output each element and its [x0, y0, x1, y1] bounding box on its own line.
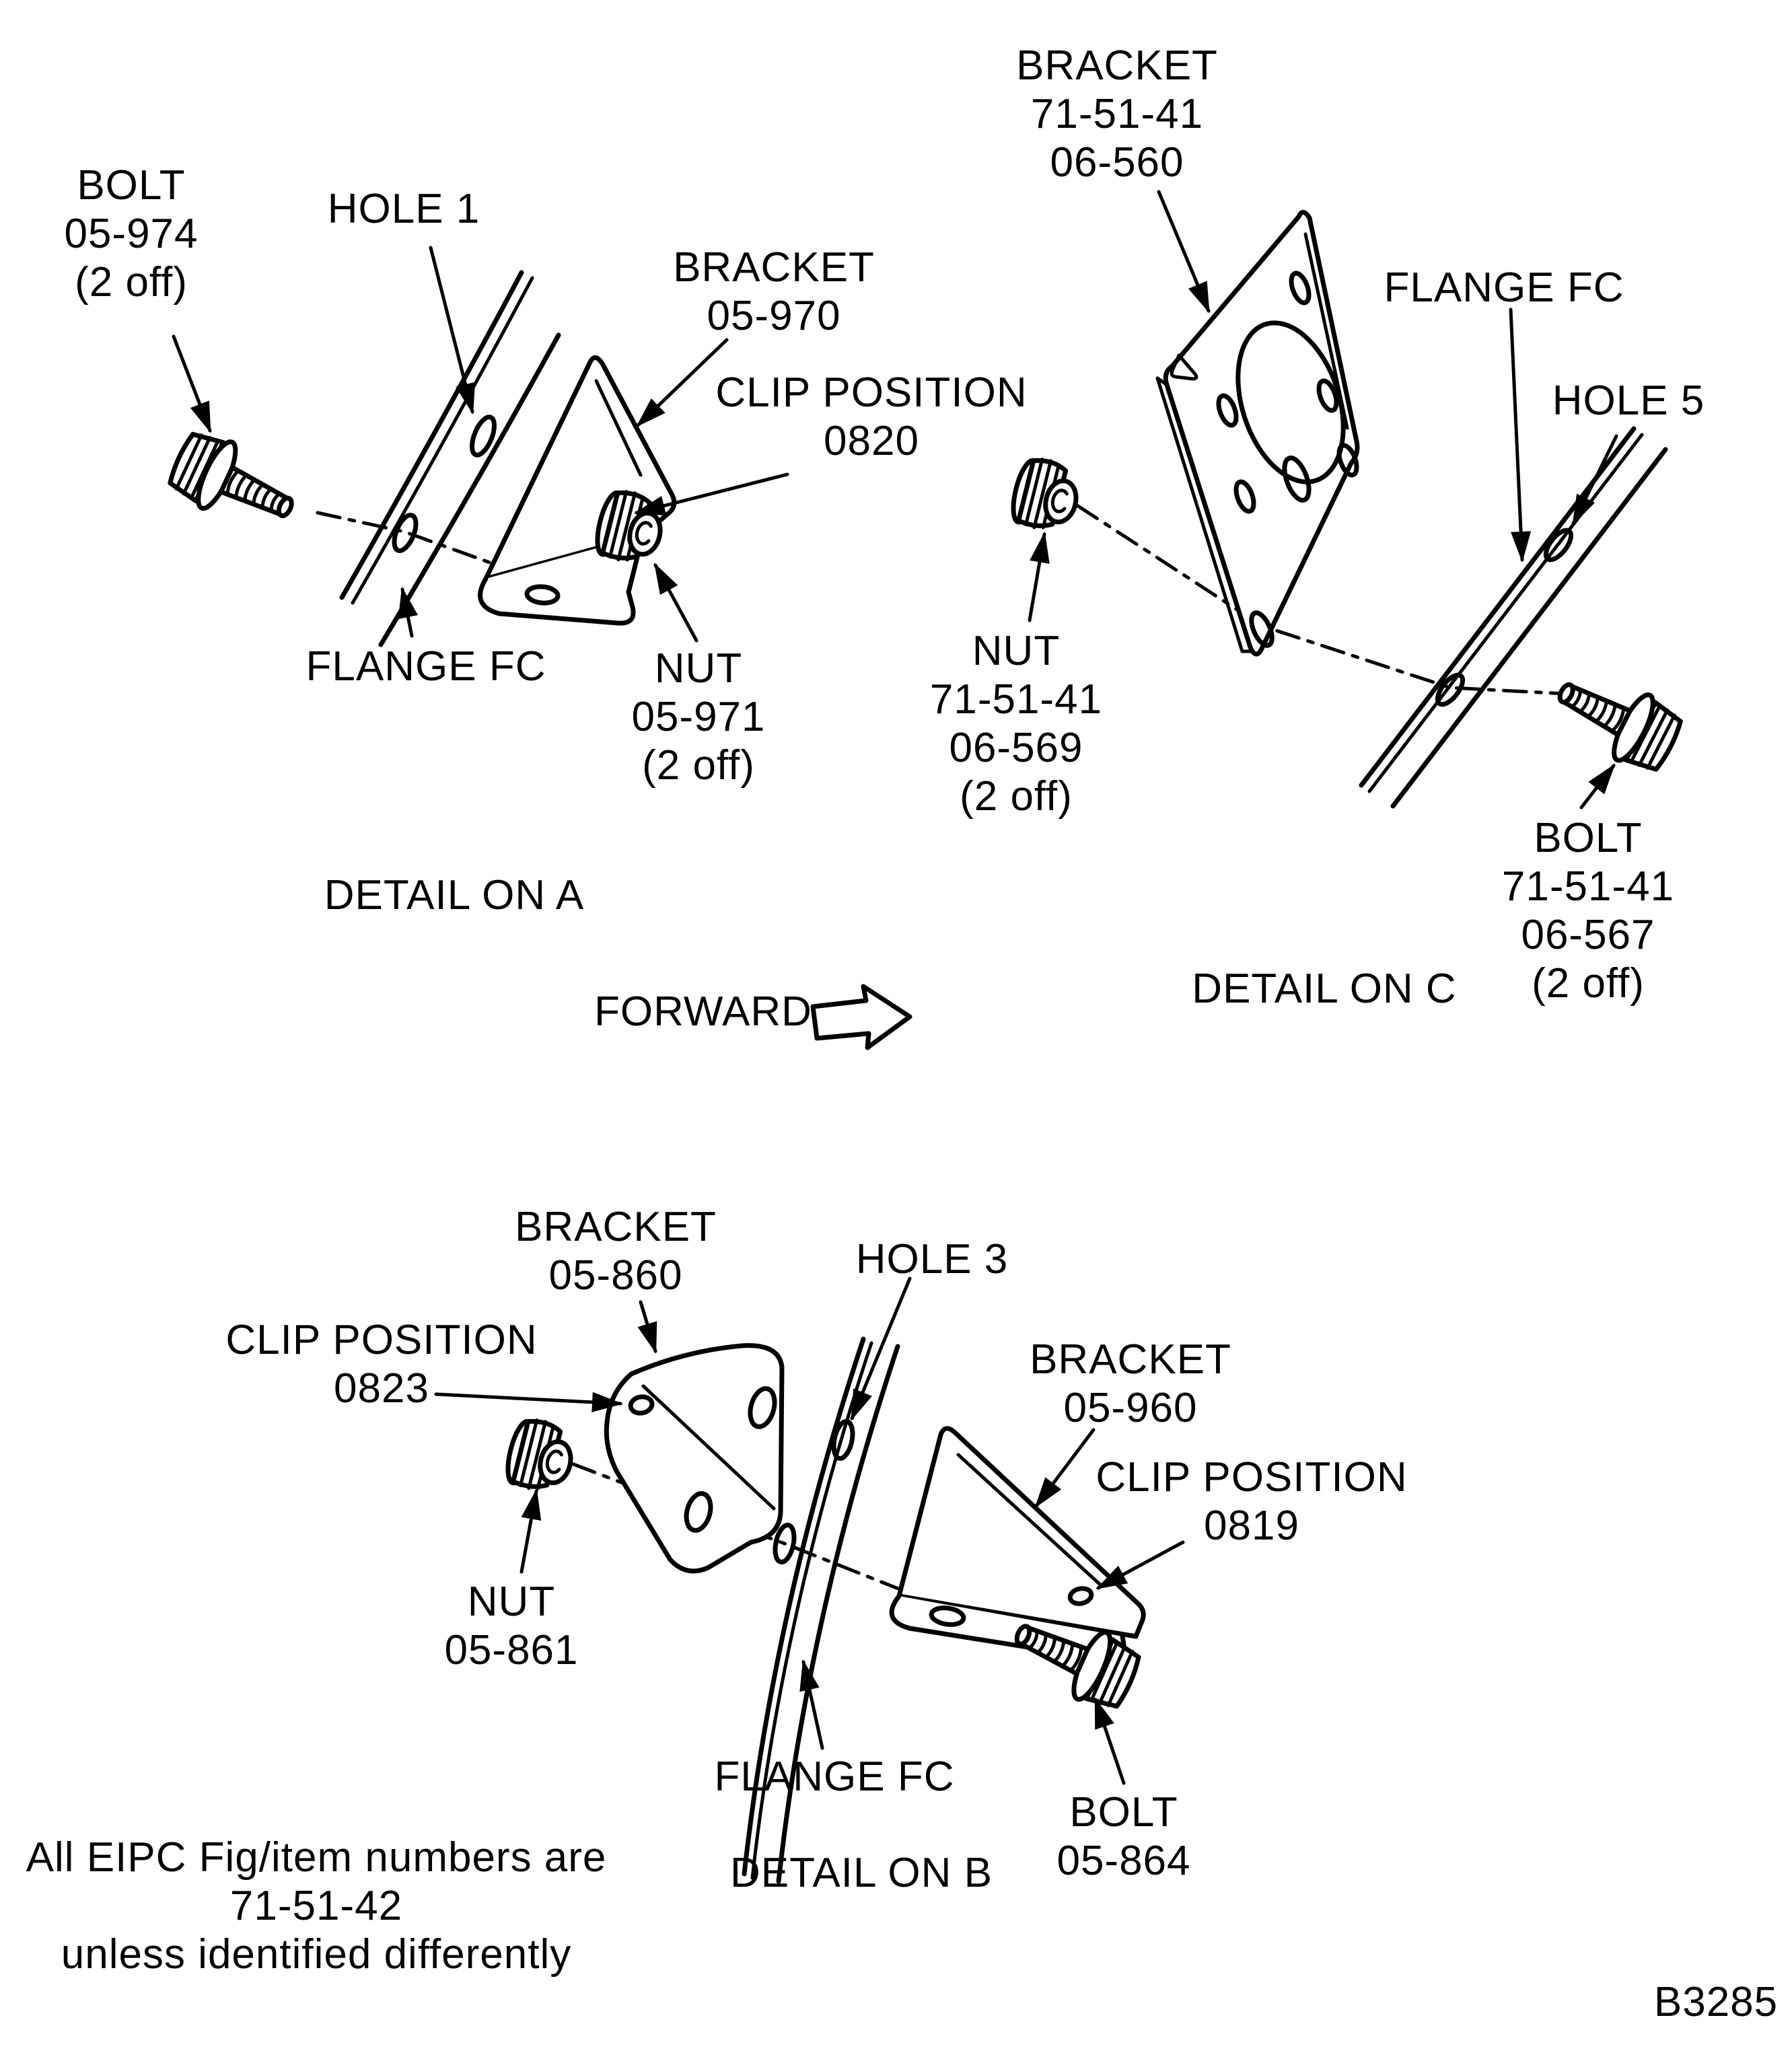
label-line: DETAIL ON A [324, 872, 585, 918]
label-bracket-a: BRACKET 05-970 [673, 244, 875, 340]
label-clip-position-0819: CLIP POSITION 0819 [1096, 1453, 1407, 1550]
caption-detail-b: DETAIL ON B [730, 1849, 993, 1897]
label-forward: FORWARD [594, 988, 812, 1036]
label-line: 06-560 [1050, 139, 1184, 186]
label-line: FORWARD [594, 988, 812, 1035]
label-line: 06-567 [1521, 912, 1655, 958]
label-bracket-c: BRACKET 71-51-41 06-560 [1016, 42, 1218, 187]
clip-hole-0823 [628, 1394, 655, 1416]
label-line: (2 off) [75, 259, 188, 305]
detail-b-leaders [434, 1276, 1185, 1785]
detail-c-leaders [1028, 190, 1618, 809]
clip-triangle-marker [1170, 353, 1198, 381]
label-nut-a: NUT 05-971 (2 off) [631, 645, 765, 790]
label-line: (2 off) [1532, 960, 1645, 1007]
label-line: 0819 [1204, 1503, 1299, 1549]
hole-5 [1543, 528, 1574, 563]
label-line: NUT [972, 628, 1061, 674]
label-bolt-c: BOLT 71-51-41 06-567 (2 off) [1502, 814, 1674, 1008]
label-line: 05-971 [631, 694, 766, 740]
label-hole-5: HOLE 5 [1552, 377, 1705, 425]
nut-c-graphic [1008, 454, 1084, 536]
label-line: 05-861 [444, 1627, 579, 1673]
label-line: 05-864 [1056, 1838, 1191, 1884]
label-clip-position-0820: CLIP POSITION 0820 [715, 369, 1027, 466]
label-line: BOLT [77, 162, 186, 209]
label-line: NUT [654, 645, 743, 692]
bolt-a-graphic [164, 425, 306, 542]
label-line: CLIP POSITION [715, 369, 1028, 416]
label-line: DETAIL ON B [730, 1850, 993, 1896]
label-nut-b: NUT 05-861 [444, 1578, 578, 1675]
label-line: DETAIL ON C [1192, 966, 1457, 1012]
label-line: HOLE 1 [327, 186, 480, 232]
plate-c-graphic [1155, 210, 1360, 657]
label-line: FLANGE FC [714, 1753, 955, 1800]
label-line: 0820 [824, 418, 919, 464]
label-bracket-b2: BRACKET 05-960 [1030, 1336, 1231, 1433]
label-hole-3: HOLE 3 [856, 1235, 1009, 1284]
label-bolt-b: BOLT 05-864 [1056, 1788, 1190, 1885]
flange-b-graphic [742, 1336, 900, 1884]
label-line: B3285 [1653, 1979, 1779, 2025]
detail-c-axis [1076, 504, 1567, 696]
label-line: 71-51-41 [929, 676, 1103, 723]
clip-hole-0819 [1067, 1586, 1094, 1606]
label-line: 05-974 [64, 211, 199, 257]
label-line: 05-960 [1063, 1385, 1198, 1431]
note-line: 71-51-42 [229, 1883, 403, 1929]
eipc-note: All EIPC Fig/item numbers are 71-51-42 u… [26, 1834, 607, 1979]
label-line: BOLT [1534, 815, 1643, 861]
note-line: All EIPC Fig/item numbers are [26, 1834, 607, 1881]
label-line: (2 off) [642, 742, 755, 789]
bracket-b1-graphic [604, 1343, 785, 1574]
nut-b-graphic [503, 1415, 579, 1496]
label-line: BRACKET [515, 1204, 717, 1250]
label-line: NUT [467, 1579, 556, 1625]
bolt-c-graphic [1545, 659, 1687, 779]
label-line: 0823 [334, 1365, 429, 1412]
label-line: CLIP POSITION [1096, 1454, 1408, 1500]
label-line: HOLE 3 [855, 1236, 1009, 1282]
label-line: CLIP POSITION [225, 1317, 538, 1363]
label-line: 71-51-41 [1030, 91, 1204, 137]
label-line: FLANGE FC [1384, 264, 1624, 311]
label-flange-fc-b: FLANGE FC [715, 1753, 955, 1801]
flange-c-graphic [1359, 426, 1668, 809]
figure-code: B3285 [1654, 1978, 1778, 2027]
label-line: BOLT [1069, 1789, 1178, 1836]
hole-3 [831, 1418, 855, 1461]
label-clip-position-0823: CLIP POSITION 0823 [225, 1316, 537, 1413]
label-line: HOLE 5 [1552, 377, 1705, 424]
bracket-a-graphic [478, 355, 677, 626]
label-nut-c: NUT 71-51-41 06-569 (2 off) [930, 627, 1102, 821]
forward-arrow-icon [810, 984, 912, 1050]
label-line: 05-860 [548, 1252, 683, 1299]
label-line: BRACKET [1030, 1336, 1231, 1383]
caption-detail-a: DETAIL ON A [324, 871, 585, 920]
label-bolt-a: BOLT 05-974 (2 off) [64, 161, 198, 307]
caption-detail-c: DETAIL ON C [1192, 965, 1456, 1013]
label-line: BRACKET [673, 244, 875, 291]
detail-a-axis [316, 511, 620, 582]
label-line: 06-569 [949, 725, 1083, 771]
note-line: unless identified differently [61, 1931, 572, 1978]
label-line: BRACKET [1016, 42, 1218, 89]
label-hole-1: HOLE 1 [328, 185, 480, 233]
label-line: 05-970 [707, 293, 841, 339]
detail-a-leaders [172, 246, 789, 643]
label-flange-fc-c: FLANGE FC [1384, 264, 1624, 312]
label-line: (2 off) [960, 773, 1073, 820]
label-line: FLANGE FC [306, 643, 546, 690]
label-line: 71-51-41 [1501, 863, 1675, 910]
label-flange-fc-a: FLANGE FC [306, 643, 546, 691]
label-bracket-b1: BRACKET 05-860 [515, 1203, 717, 1300]
